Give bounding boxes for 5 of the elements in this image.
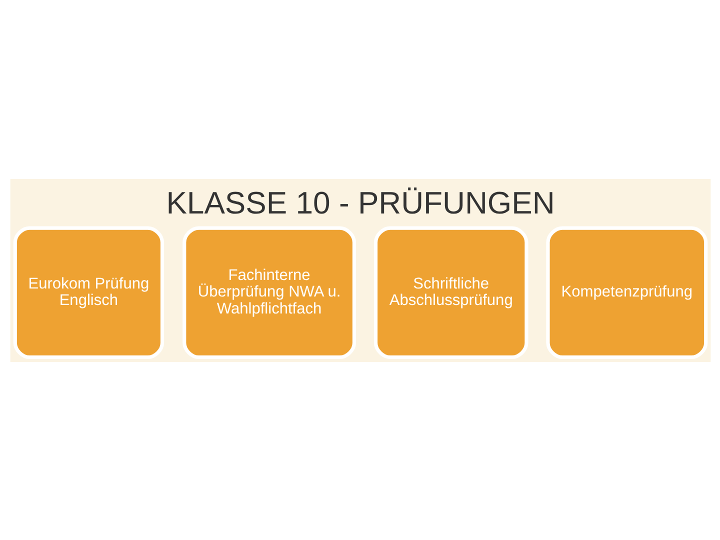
diagram-title: KLASSE 10 - PRÜFUNGEN: [166, 184, 554, 220]
node-box: Schriftliche Abschlussprüfung: [373, 226, 528, 358]
node-box: Kompetenzprüfung: [546, 226, 708, 358]
node-box: Fachinterne Überprüfung NWA u. Wahlpflichtfach: [182, 226, 356, 358]
node-box: Eurokom Prüfung Englisch: [12, 226, 164, 358]
